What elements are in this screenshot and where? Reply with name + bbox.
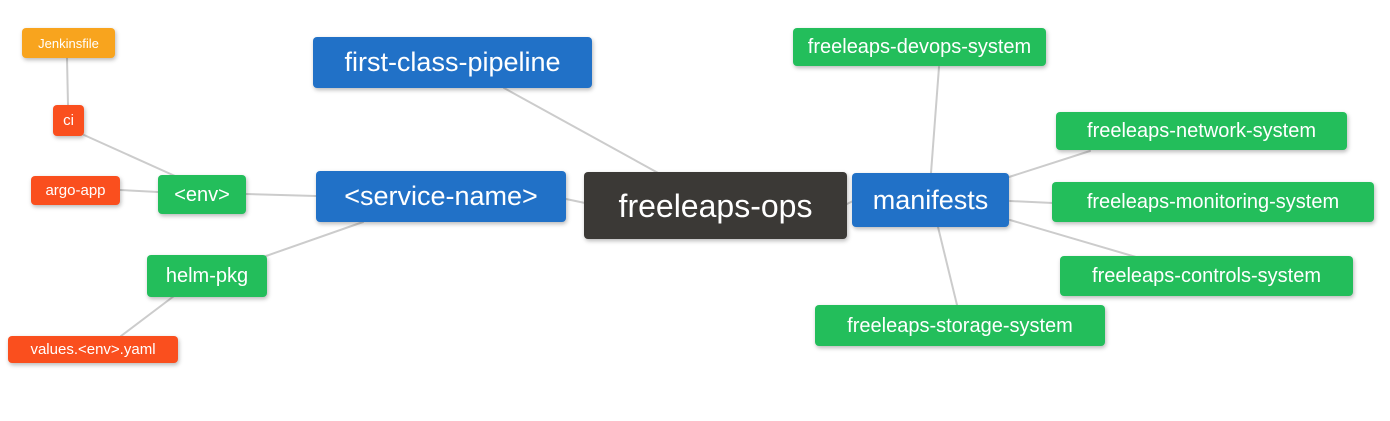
edge-manifests-controls <box>1009 219 1137 258</box>
node-argo-app[interactable]: argo-app <box>31 176 120 205</box>
edge-service-name-root <box>565 198 586 204</box>
node-first-class-pipeline[interactable]: first-class-pipeline <box>313 37 592 88</box>
edge-service-name-helm-pkg <box>265 221 364 257</box>
node-freeleaps-controls-system[interactable]: freeleaps-controls-system <box>1060 256 1353 296</box>
edge-manifests-network <box>1008 150 1091 178</box>
edge-env-service-name <box>245 193 317 197</box>
node-service-name[interactable]: <service-name> <box>316 171 566 222</box>
edge-manifests-monitoring <box>1009 200 1054 204</box>
edge-pipeline-root <box>503 87 661 175</box>
edge-manifests-storage <box>937 226 958 306</box>
node-ci[interactable]: ci <box>53 105 84 136</box>
edge-helm-pkg-values <box>120 295 175 337</box>
node-freeleaps-storage-system[interactable]: freeleaps-storage-system <box>815 305 1105 346</box>
edge-argo-app-env <box>119 189 159 193</box>
node-values-env-yaml[interactable]: values.<env>.yaml <box>8 336 178 363</box>
node-freeleaps-devops-system[interactable]: freeleaps-devops-system <box>793 28 1046 66</box>
node-jenkinsfile[interactable]: Jenkinsfile <box>22 28 115 58</box>
edge-manifests-devops <box>930 66 940 174</box>
node-env[interactable]: <env> <box>158 175 246 214</box>
node-helm-pkg[interactable]: helm-pkg <box>147 255 267 297</box>
node-freeleaps-network-system[interactable]: freeleaps-network-system <box>1056 112 1347 150</box>
node-freeleaps-monitoring-system[interactable]: freeleaps-monitoring-system <box>1052 182 1374 222</box>
edge-ci-env <box>83 134 176 177</box>
node-freeleaps-ops[interactable]: freeleaps-ops <box>584 172 847 239</box>
edge-jenkinsfile-ci <box>66 57 69 106</box>
node-manifests[interactable]: manifests <box>852 173 1009 227</box>
